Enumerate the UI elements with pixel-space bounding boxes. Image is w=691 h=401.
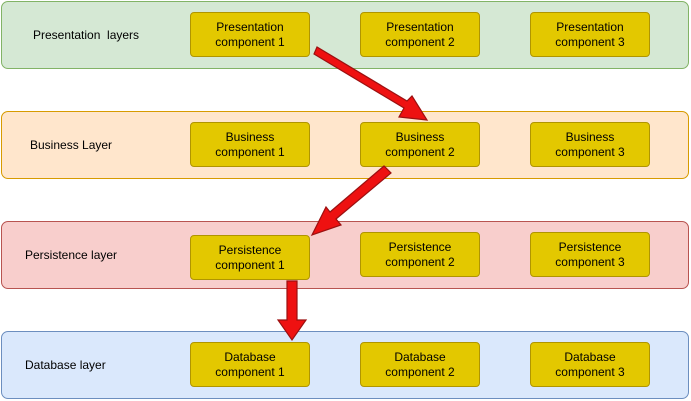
persistence-component-3-line1: Persistence [558, 239, 622, 254]
presentation-component-1-line2: component 1 [215, 34, 285, 49]
database-component-1-line1: Database [224, 349, 276, 364]
business-component-1-line1: Business [225, 129, 275, 144]
business-component-1: Business component 1 [190, 122, 310, 167]
database-component-3: Database component 3 [530, 342, 650, 387]
business-component-3-line1: Business [565, 129, 615, 144]
persistence-component-2-line1: Persistence [388, 239, 452, 254]
database-component-1: Database component 1 [190, 342, 310, 387]
business-component-3: Business component 3 [530, 122, 650, 167]
database-component-2: Database component 2 [360, 342, 480, 387]
business-layer-label: Business Layer [30, 138, 113, 152]
persistence-component-3-line2: component 3 [555, 254, 625, 269]
persistence-component-1-line2: component 1 [215, 257, 285, 272]
database-component-2-line1: Database [394, 349, 446, 364]
presentation-component-3-line1: Presentation [556, 19, 624, 34]
persistence-component-3: Persistence component 3 [530, 232, 650, 277]
persistence-layer-label: Persistence layer [25, 248, 118, 262]
presentation-component-3: Presentation component 3 [530, 12, 650, 57]
presentation-layer-label: Presentation layers [33, 28, 140, 42]
presentation-component-1-line1: Presentation [216, 19, 284, 34]
database-component-1-line2: component 1 [215, 364, 285, 379]
persistence-component-1-line1: Persistence [218, 242, 282, 257]
presentation-component-2: Presentation component 2 [360, 12, 480, 57]
business-component-1-line2: component 1 [215, 144, 285, 159]
persistence-component-2-line2: component 2 [385, 254, 455, 269]
presentation-component-3-line2: component 3 [555, 34, 625, 49]
database-component-2-line2: component 2 [385, 364, 455, 379]
presentation-component-1: Presentation component 1 [190, 12, 310, 57]
persistence-component-1: Persistence component 1 [190, 235, 310, 280]
presentation-component-2-line1: Presentation [386, 19, 454, 34]
database-layer-label: Database layer [25, 358, 106, 372]
presentation-component-2-line2: component 2 [385, 34, 455, 49]
persistence-component-2: Persistence component 2 [360, 232, 480, 277]
business-component-2-line2: component 2 [385, 144, 455, 159]
business-component-2: Business component 2 [360, 122, 480, 167]
business-component-2-line1: Business [395, 129, 445, 144]
database-component-3-line2: component 3 [555, 364, 625, 379]
business-component-3-line2: component 3 [555, 144, 625, 159]
database-component-3-line1: Database [564, 349, 616, 364]
